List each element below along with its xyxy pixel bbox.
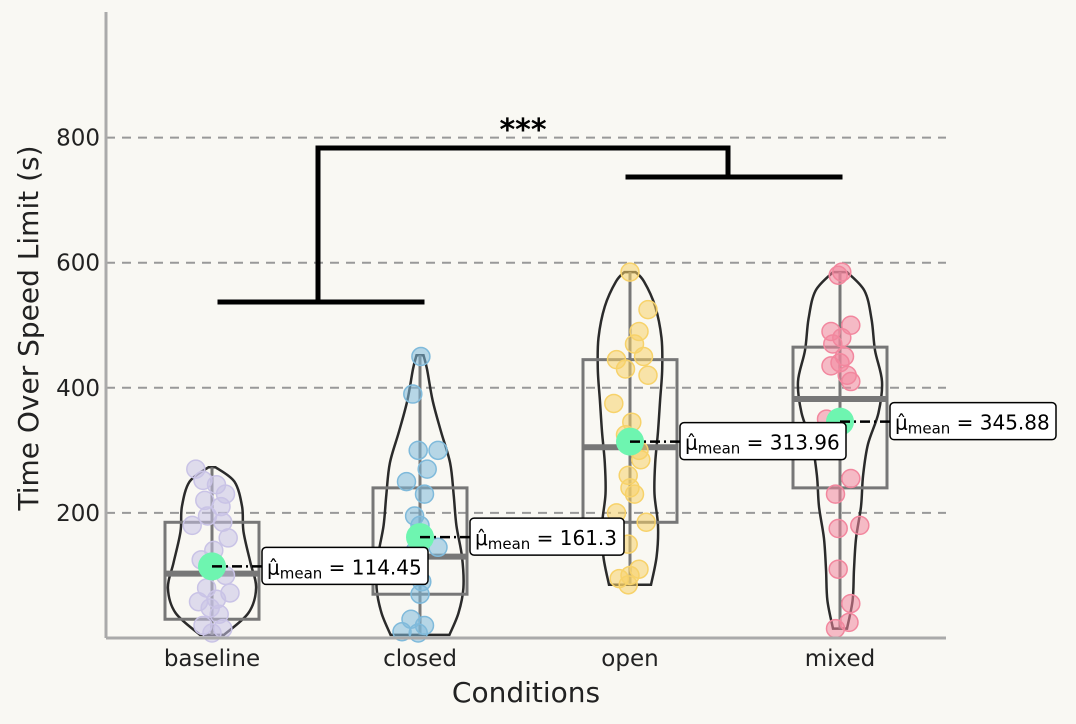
x-tick-label: baseline (164, 646, 260, 672)
grid-lines (106, 136, 946, 514)
significance-label: *** (499, 113, 546, 148)
data-point (410, 584, 430, 604)
data-point (850, 515, 870, 536)
data-point (633, 346, 654, 367)
mean-annotation-baseline: μ̂mean = 114.45 (267, 555, 422, 582)
y-tick-label: 800 (56, 126, 100, 152)
violin-baseline (166, 465, 258, 637)
data-point (182, 515, 202, 536)
data-point (408, 440, 428, 461)
data-point (396, 471, 417, 492)
data-point (825, 618, 846, 639)
data-point (414, 484, 435, 504)
data-point (828, 559, 848, 579)
x-tick-label: open (601, 646, 658, 672)
x-axis-label: Conditions (452, 676, 600, 709)
data-point (638, 299, 658, 320)
data-point (825, 484, 846, 504)
data-point (218, 528, 238, 548)
data-point (841, 371, 861, 392)
mean-annotation-box-mixed (889, 401, 1057, 441)
data-point (638, 365, 658, 386)
data-point (823, 334, 843, 354)
data-point (821, 356, 841, 376)
data-point (417, 459, 437, 479)
mean-annotations: μ̂mean = 114.45 μ̂mean = 161.3 μ̂mean = 31… (212, 401, 1057, 586)
mean-annotation-box-open (679, 421, 847, 461)
y-tick-label: 400 (56, 376, 100, 402)
significance-bracket: *** (217, 113, 843, 305)
mean-annotation-closed: μ̂mean = 161.3 (475, 526, 617, 553)
mean-annotation-box-baseline (261, 546, 429, 586)
data-point (403, 384, 423, 404)
data-point (828, 518, 848, 539)
data-point (615, 359, 636, 379)
data-point (841, 593, 861, 614)
data-point (618, 575, 638, 595)
mean-annotation-box-closed (469, 517, 625, 556)
data-point (636, 512, 656, 533)
mean-annotation-mixed: μ̂mean = 345.88 (895, 411, 1050, 438)
data-point (411, 346, 431, 367)
data-point (828, 265, 848, 285)
data-point (604, 393, 624, 414)
data-point (624, 484, 645, 504)
data-point (841, 468, 861, 489)
y-tick-label: 200 (56, 501, 100, 527)
mean-annotation-open: μ̂mean = 313.96 (685, 431, 840, 458)
data-point (620, 262, 640, 282)
x-tick-label: mixed (805, 646, 875, 672)
y-axis-label: Time Over Speed Limit (s) (12, 145, 45, 511)
data-point (428, 440, 448, 461)
axes: 200 400 600 800 baseline closed open mixed (56, 12, 946, 672)
data-point (631, 449, 651, 470)
x-tick-label: closed (383, 646, 457, 672)
y-tick-label: 600 (56, 251, 100, 277)
